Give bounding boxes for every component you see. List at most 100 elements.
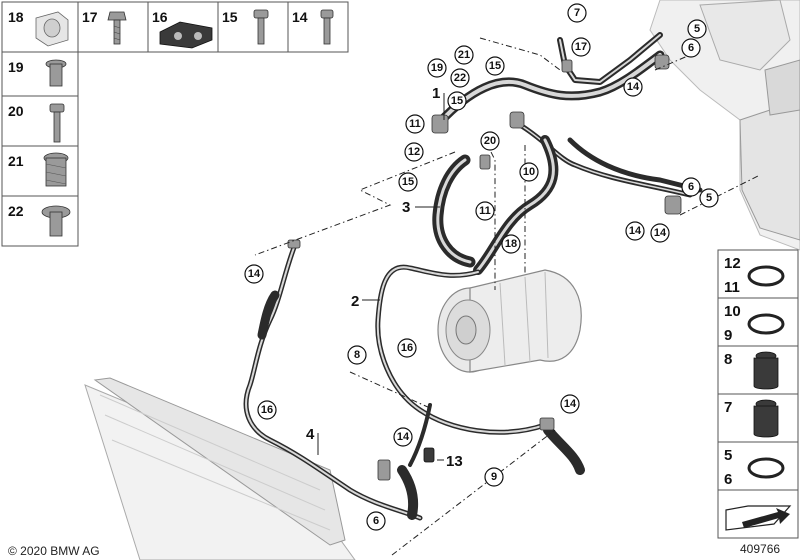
callout: 14 <box>650 223 670 243</box>
callout: 5 <box>687 19 707 39</box>
long-bolt-part <box>49 103 65 143</box>
part-labels: 1 2 3 4 13 <box>306 85 463 470</box>
callout: 17 <box>571 37 591 57</box>
o-ring-part <box>747 313 785 335</box>
callout-number: 17 <box>575 41 587 53</box>
callout-number: 11 <box>409 118 421 130</box>
legend-number: 5 <box>724 447 732 464</box>
callout-number: 16 <box>261 404 273 416</box>
arrow-symbol-icon <box>725 505 792 531</box>
legend-number: 21 <box>8 153 24 169</box>
callout: 22 <box>450 68 470 88</box>
callout: 19 <box>427 58 447 78</box>
callout: 15 <box>398 172 418 192</box>
callout: 16 <box>397 338 417 358</box>
callout-number: 7 <box>574 7 580 19</box>
callout: 20 <box>480 131 500 151</box>
clip-holder-part <box>35 11 69 47</box>
legend-number: 7 <box>724 399 732 416</box>
callout-number: 5 <box>694 23 700 35</box>
callout: 10 <box>519 162 539 182</box>
callout-number: 11 <box>479 205 491 217</box>
legend-number: 20 <box>8 103 24 119</box>
o-ring-part <box>747 265 785 287</box>
callout-number: 14 <box>248 268 261 280</box>
callout: 15 <box>447 91 467 111</box>
part-label: 3 <box>402 199 410 216</box>
callout: 11 <box>475 201 495 221</box>
callout-number: 15 <box>489 60 501 72</box>
expanding-rivet-part <box>41 205 71 237</box>
callout: 14 <box>625 221 645 241</box>
left-parts-legend: 18 17 16 15 14 19 20 21 22 <box>1 1 349 247</box>
bracket-part <box>159 21 213 49</box>
callout: 16 <box>257 400 277 420</box>
copyright-text: © 2020 BMW AG <box>8 544 100 558</box>
callout-number: 14 <box>397 431 410 443</box>
condenser-illustration <box>84 377 356 560</box>
legend-number: 22 <box>8 203 24 219</box>
callout-number: 14 <box>627 81 640 93</box>
screw-part <box>253 9 269 45</box>
callout: 7 <box>567 3 587 23</box>
leader-lines <box>317 93 445 461</box>
callout-number: 15 <box>402 176 414 188</box>
callout-number: 6 <box>373 515 379 527</box>
heater-block-illustration <box>649 0 800 251</box>
sleeve-part <box>43 152 69 187</box>
legend-number: 9 <box>724 327 732 344</box>
callout-number: 20 <box>484 135 496 147</box>
diagram-number: 409766 <box>740 542 780 556</box>
callout: 18 <box>501 234 521 254</box>
compressor-illustration <box>437 269 582 373</box>
callout-number: 9 <box>491 471 497 483</box>
callout-number: 12 <box>408 146 420 158</box>
callout: 8 <box>347 345 367 365</box>
callout: 21 <box>454 45 474 65</box>
callout: 6 <box>681 38 701 58</box>
callout-number: 14 <box>564 398 577 410</box>
legend-number: 14 <box>292 9 308 25</box>
part-label: 1 <box>432 85 440 102</box>
bolt-part <box>107 11 127 45</box>
callout: 14 <box>244 264 264 284</box>
part-label: 2 <box>351 293 359 310</box>
callout-number: 18 <box>505 238 517 250</box>
callout-number: 8 <box>354 349 360 361</box>
callout: 6 <box>366 511 386 531</box>
callout-number: 19 <box>431 62 443 74</box>
cap-part <box>753 351 779 390</box>
part-label: 13 <box>446 453 463 470</box>
legend-number: 19 <box>8 59 24 75</box>
callout: 11 <box>405 114 425 134</box>
callout: 14 <box>623 77 643 97</box>
callout: 12 <box>404 142 424 162</box>
assignment-lines <box>254 37 761 556</box>
callout-number: 6 <box>688 42 694 54</box>
callout-number: 14 <box>654 227 667 239</box>
callout-number: 6 <box>688 181 694 193</box>
callout: 14 <box>560 394 580 414</box>
callout: 14 <box>393 427 413 447</box>
legend-number: 12 <box>724 255 741 272</box>
callout-number: 5 <box>706 192 712 204</box>
ac-pipes <box>243 32 703 521</box>
legend-number: 8 <box>724 351 732 368</box>
callout: 6 <box>681 177 701 197</box>
legend-number: 17 <box>82 9 98 25</box>
callout: 9 <box>484 467 504 487</box>
callout-number: 22 <box>454 72 466 84</box>
legend-number: 6 <box>724 471 732 488</box>
callout-number: 21 <box>458 49 470 61</box>
o-ring-part <box>747 457 785 479</box>
callout-number: 16 <box>401 342 413 354</box>
callout-number: 10 <box>523 166 535 178</box>
callout: 15 <box>485 56 505 76</box>
rivet-nut-part <box>45 59 67 87</box>
right-parts-legend: 12 11 10 9 8 7 5 6 <box>717 249 799 539</box>
legend-number: 18 <box>8 9 24 25</box>
callout-number: 15 <box>451 95 463 107</box>
callouts: 7 5 6 21 17 19 15 22 14 15 11 20 12 10 6… <box>244 3 719 531</box>
legend-number: 11 <box>724 279 740 296</box>
